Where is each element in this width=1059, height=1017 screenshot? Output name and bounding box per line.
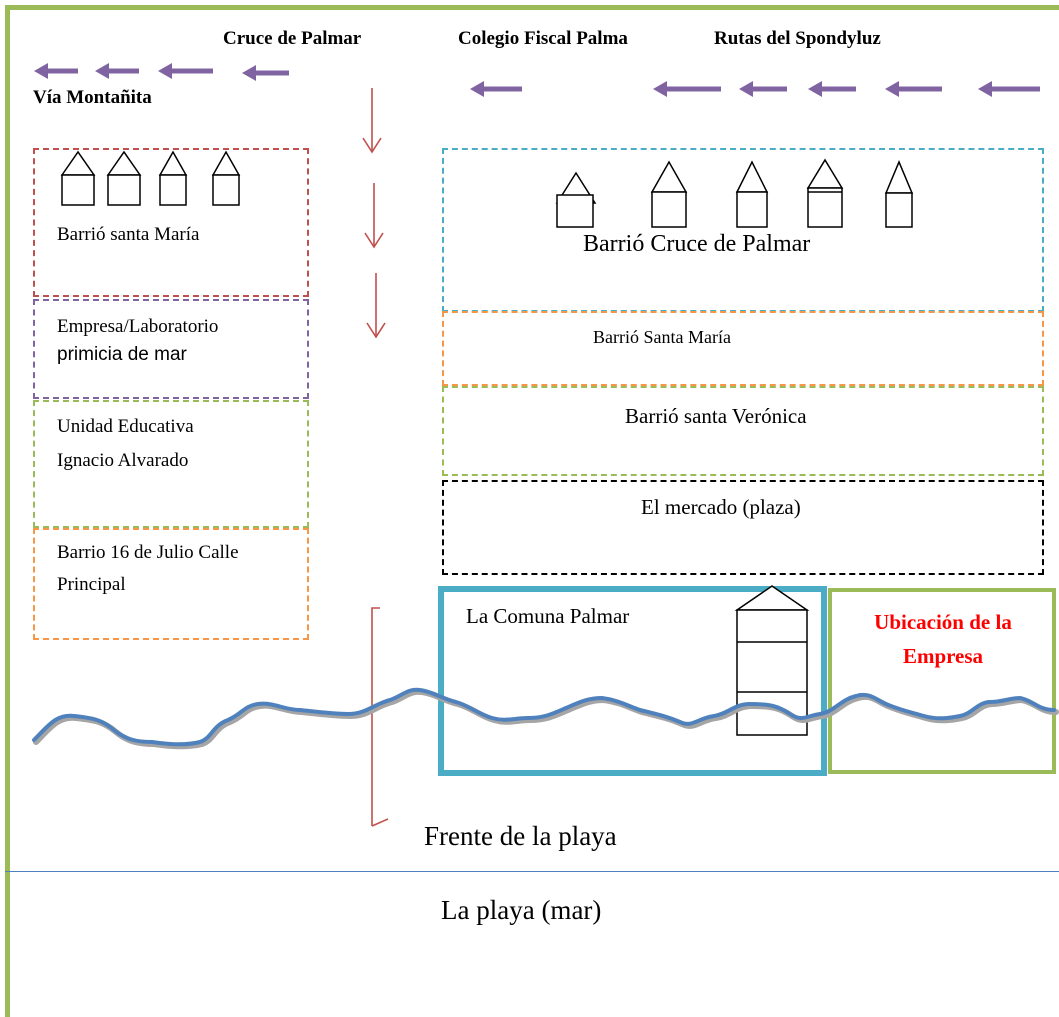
zone-unidad-educativa: [33, 400, 309, 528]
road-label-via-montanita: Vía Montañita: [33, 87, 152, 108]
flow-arrows-down: [362, 88, 389, 827]
zone-barrio-16-julio: [33, 528, 309, 640]
zone-label-empresa-line2: primicia de mar: [57, 344, 187, 365]
zone-santa-veronica: [442, 386, 1044, 476]
map-frame: [5, 5, 1059, 1017]
zone-empresa-laboratorio: [33, 299, 309, 399]
road-label-rutas: Rutas del Spondyluz: [714, 28, 881, 49]
zone-mercado: [442, 480, 1044, 575]
zone-label-mercado: El mercado (plaza): [641, 495, 801, 519]
zone-santa-maria-left: [33, 148, 309, 297]
zone-label-barrio16-line2: Principal: [57, 574, 126, 595]
houses-santa-maria-left: [60, 150, 241, 206]
zone-ubicacion-empresa: [828, 588, 1056, 774]
zone-label-unidad-line2: Ignacio Alvarado: [57, 450, 189, 471]
sea-wave: [32, 687, 1059, 750]
zone-label-ubicacion-line2: Empresa: [902, 644, 984, 668]
road-label-cruce-palmar: Cruce de Palmar: [223, 28, 362, 49]
traffic-arrows-top-left: [34, 63, 289, 81]
zone-label-santa-maria-left: Barrió santa María: [57, 224, 200, 245]
traffic-arrows-top-right: [470, 81, 1040, 97]
zone-santa-maria-right: [442, 311, 1044, 386]
zone-label-santa-maria-right: Barrió Santa María: [593, 327, 731, 347]
zone-label-santa-veronica: Barrió santa Verónica: [625, 404, 807, 428]
zone-label-ubicacion-line1: Ubicación de la: [874, 610, 1012, 634]
road-label-colegio: Colegio Fiscal Palma: [458, 28, 628, 49]
coast-label-playa: La playa (mar): [441, 895, 602, 925]
zone-label-comuna-palmar: La Comuna Palmar: [466, 604, 630, 628]
shoreline-divider: [5, 871, 1059, 872]
zone-comuna-palmar: [438, 586, 827, 776]
houses-cruce-palmar: [555, 158, 914, 228]
comuna-building: [734, 585, 810, 736]
zone-label-cruce-palmar: Barrió Cruce de Palmar: [583, 231, 811, 257]
zone-label-empresa-line1: Empresa/Laboratorio: [57, 316, 219, 337]
zone-label-unidad-line1: Unidad Educativa: [57, 416, 194, 437]
zone-label-barrio16-line1: Barrio 16 de Julio Calle: [57, 542, 239, 563]
coast-label-frente: Frente de la playa: [424, 821, 617, 851]
